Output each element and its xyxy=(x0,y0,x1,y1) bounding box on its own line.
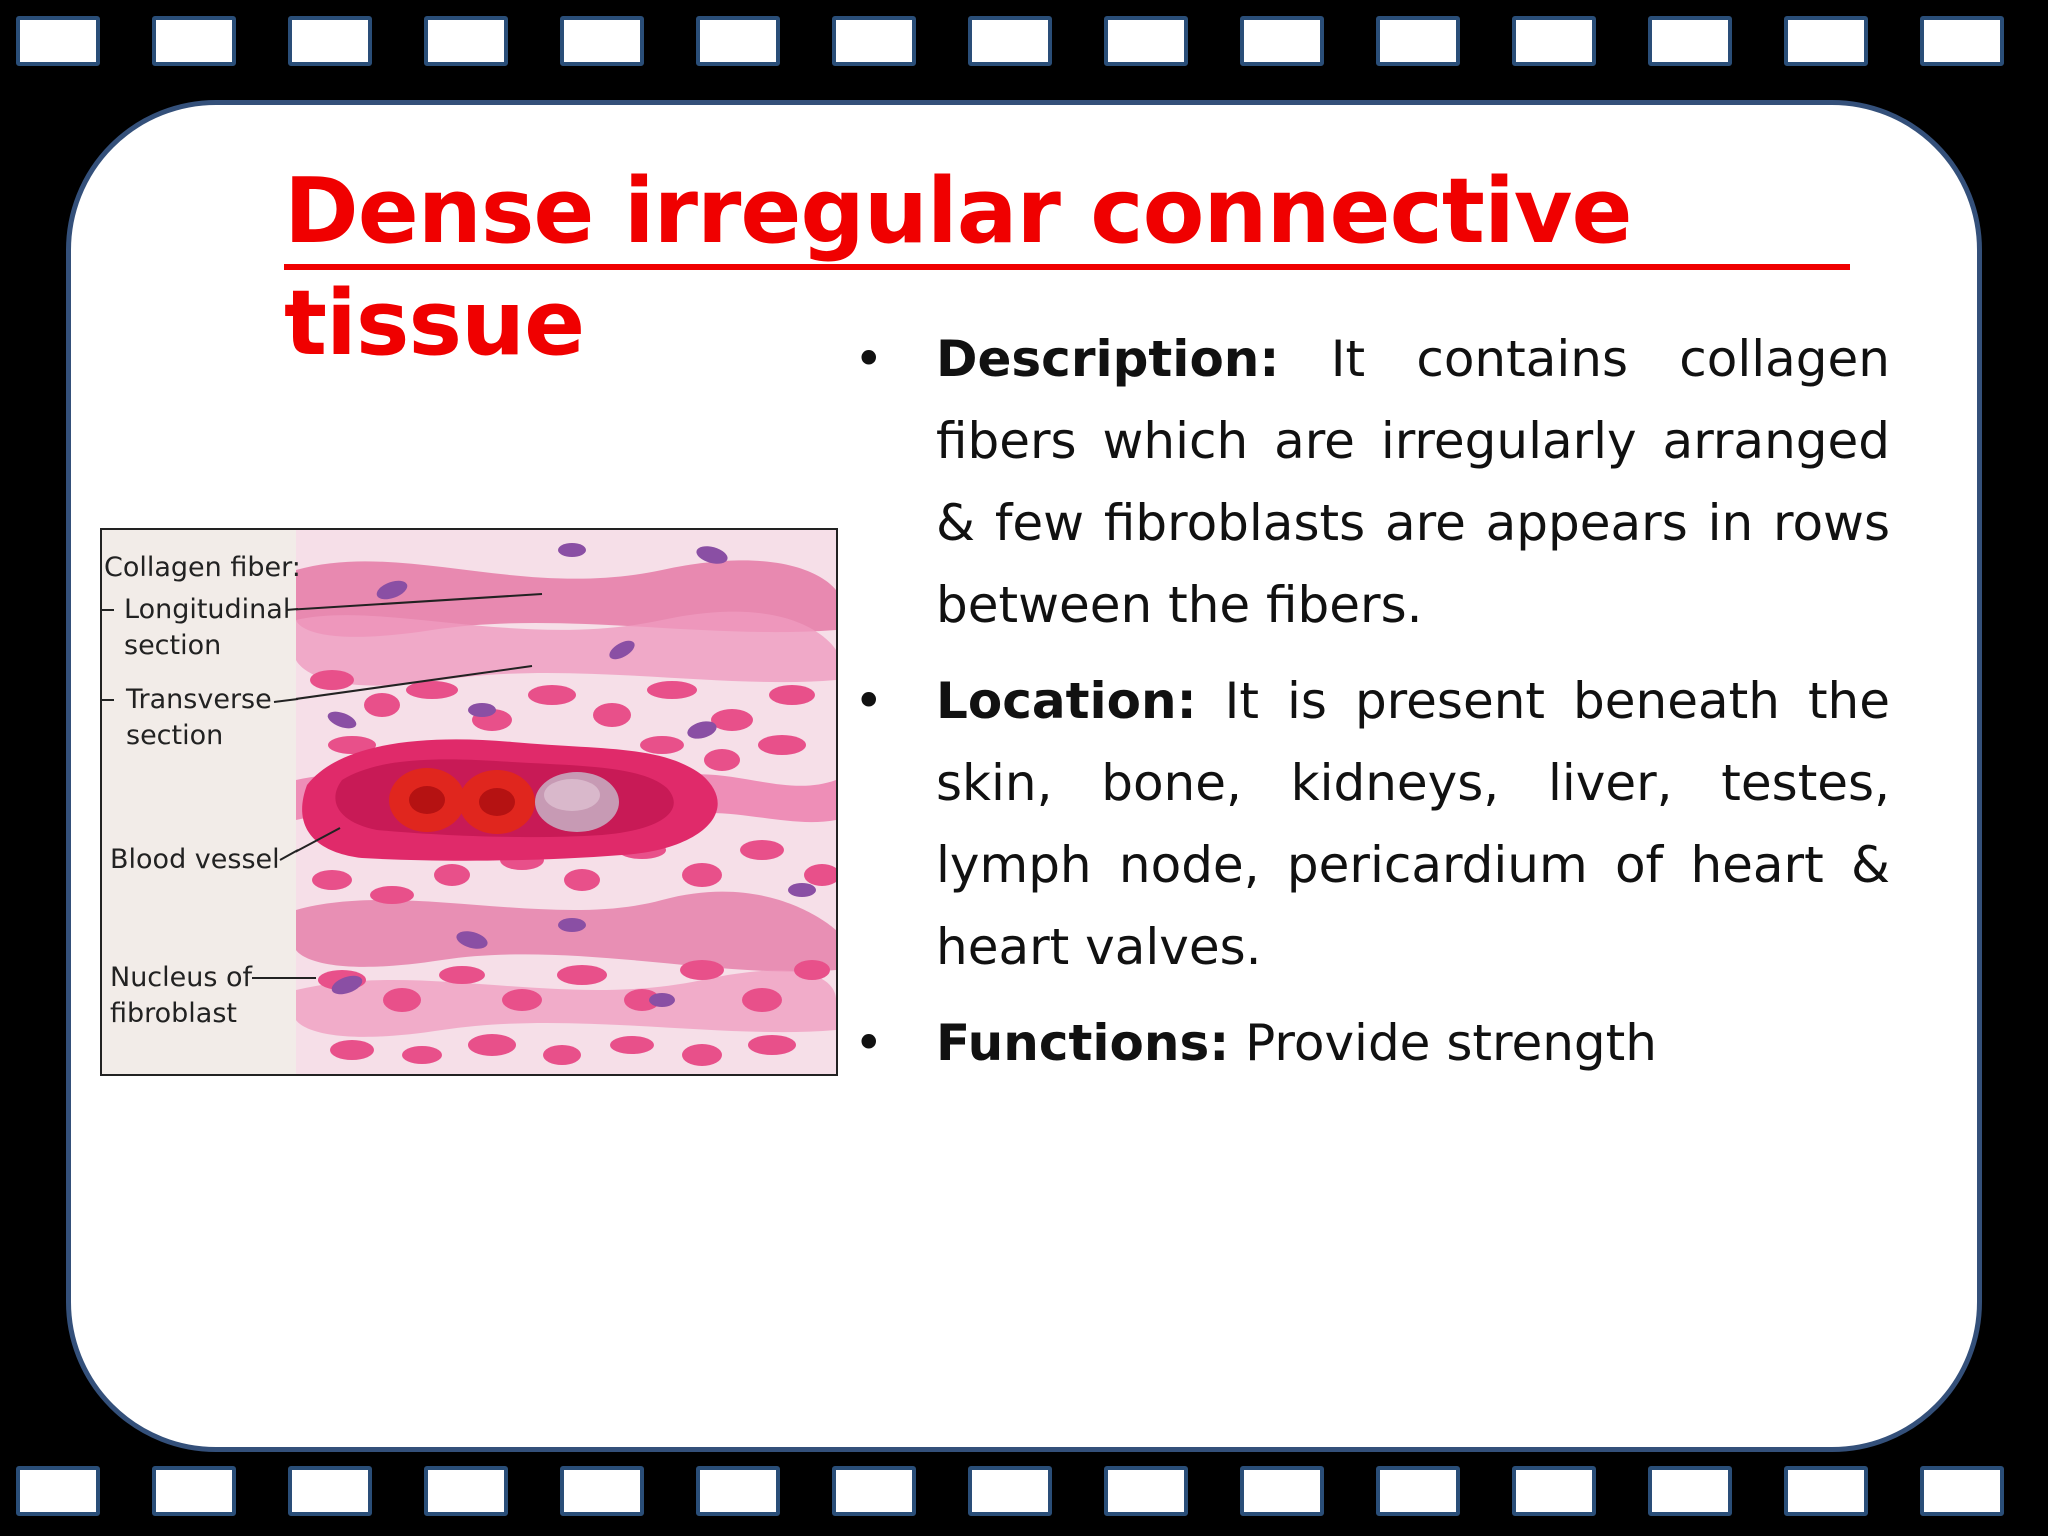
bullet-text: Provide strength xyxy=(1229,1014,1657,1072)
film-hole xyxy=(1240,1466,1324,1516)
tissue-illustration xyxy=(102,530,836,1074)
bullet-heading: Location: xyxy=(936,672,1197,730)
film-hole xyxy=(560,1466,644,1516)
bullet-dot: • xyxy=(854,330,884,388)
tissue-figure: Collagen fiber: Longitudinal section Tra… xyxy=(100,528,838,1076)
film-strip-top xyxy=(0,0,2048,80)
film-hole xyxy=(1648,16,1732,66)
film-hole xyxy=(1784,16,1868,66)
film-hole xyxy=(1648,1466,1732,1516)
film-hole xyxy=(1512,1466,1596,1516)
film-hole xyxy=(152,1466,236,1516)
film-hole xyxy=(696,1466,780,1516)
label-transverse-section: Transverse section xyxy=(126,684,272,751)
bullet-dot: • xyxy=(854,1014,884,1072)
bullet-text: It contains collagen fibers which are ir… xyxy=(936,330,1890,634)
film-hole xyxy=(560,16,644,66)
slide-title: Dense irregular connective tissue xyxy=(284,159,1633,376)
film-hole xyxy=(1240,16,1324,66)
bullet-location: • Location: It is present beneath the ski… xyxy=(850,660,1890,988)
film-hole xyxy=(968,1466,1052,1516)
film-hole xyxy=(832,1466,916,1516)
bullet-text: It is present beneath the skin, bone, ki… xyxy=(936,672,1890,976)
film-hole xyxy=(1784,1466,1868,1516)
bullet-list: • Description: It contains collagen fiber… xyxy=(850,318,1890,1084)
bullet-heading: Description: xyxy=(936,330,1280,388)
film-hole xyxy=(1920,1466,2004,1516)
film-hole xyxy=(968,16,1052,66)
film-hole xyxy=(1104,16,1188,66)
film-hole xyxy=(1512,16,1596,66)
film-hole xyxy=(1104,1466,1188,1516)
label-collagen-fiber: Collagen fiber: xyxy=(104,552,301,583)
bullet-heading: Functions: xyxy=(936,1014,1230,1072)
bullet-description: • Description: It contains collagen fiber… xyxy=(850,318,1890,646)
film-hole xyxy=(424,1466,508,1516)
film-hole xyxy=(1920,16,2004,66)
film-hole xyxy=(288,16,372,66)
film-hole xyxy=(16,16,100,66)
film-hole xyxy=(152,16,236,66)
film-strip-bottom xyxy=(0,1456,2048,1536)
film-hole xyxy=(288,1466,372,1516)
film-hole xyxy=(16,1466,100,1516)
label-blood-vessel: Blood vessel xyxy=(110,844,280,875)
film-hole xyxy=(696,16,780,66)
bullet-functions: • Functions: Provide strength xyxy=(850,1002,1890,1084)
label-longitudinal-section: Longitudinal section xyxy=(124,594,291,661)
film-hole xyxy=(1376,1466,1460,1516)
label-nucleus-of-fibroblast: Nucleus of fibroblast xyxy=(110,962,253,1029)
film-hole xyxy=(1376,16,1460,66)
bullet-dot: • xyxy=(854,672,884,730)
film-hole xyxy=(832,16,916,66)
title-underline xyxy=(284,264,1850,270)
film-hole xyxy=(424,16,508,66)
